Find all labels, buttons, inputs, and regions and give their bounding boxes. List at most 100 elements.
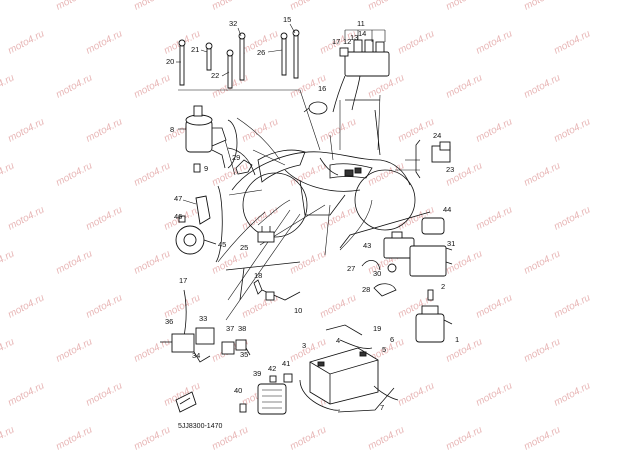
watermark-text: moto4.ru bbox=[552, 116, 592, 144]
part-label-14: 14 bbox=[358, 29, 366, 38]
watermark-text: moto4.ru bbox=[288, 0, 328, 13]
battery-group bbox=[299, 324, 399, 413]
part-label-9: 9 bbox=[204, 164, 208, 173]
watermark-text: moto4.ru bbox=[132, 160, 172, 188]
part-label-23: 23 bbox=[446, 165, 454, 174]
watermark-text: moto4.ru bbox=[474, 380, 514, 408]
watermark-text: moto4.ru bbox=[54, 248, 94, 276]
watermark-text: moto4.ru bbox=[54, 72, 94, 100]
electronic-units-group bbox=[339, 211, 453, 297]
part-label-34: 34 bbox=[192, 351, 200, 360]
watermark-text: moto4.ru bbox=[318, 292, 358, 320]
part-label-29: 29 bbox=[232, 153, 240, 162]
regulator-group bbox=[239, 373, 293, 415]
watermark-text: moto4.ru bbox=[6, 292, 46, 320]
watermark-text: moto4.ru bbox=[84, 292, 124, 320]
watermark-text: moto4.ru bbox=[84, 28, 124, 56]
watermark-text: moto4.ru bbox=[54, 0, 94, 13]
part-label-27: 27 bbox=[347, 264, 355, 273]
part-label-31: 31 bbox=[447, 239, 455, 248]
starter-relay-group bbox=[415, 289, 453, 343]
relay-unit-group bbox=[332, 29, 390, 156]
part-label-45: 45 bbox=[218, 240, 226, 249]
part-label-41: 41 bbox=[282, 359, 290, 368]
watermark-text: moto4.ru bbox=[318, 116, 358, 144]
watermark-text: moto4.ru bbox=[54, 336, 94, 364]
part-label-38: 38 bbox=[238, 324, 246, 333]
part-label-22: 22 bbox=[211, 71, 219, 80]
bracket-29 bbox=[227, 147, 256, 176]
part-label-47: 47 bbox=[174, 194, 182, 203]
part-label-33: 33 bbox=[199, 314, 207, 323]
watermark-text: moto4.ru bbox=[0, 160, 17, 188]
part-label-15: 15 bbox=[283, 15, 291, 24]
leader-lines bbox=[178, 89, 420, 321]
connector-25 bbox=[257, 226, 275, 243]
part-label-18: 18 bbox=[254, 271, 262, 280]
watermark-text: moto4.ru bbox=[396, 116, 436, 144]
watermark-text: moto4.ru bbox=[210, 248, 250, 276]
watermark-text: moto4.ru bbox=[552, 292, 592, 320]
front-arrow-icon bbox=[175, 391, 197, 413]
part-label-1: 1 bbox=[455, 335, 459, 344]
part-label-26: 26 bbox=[257, 48, 265, 57]
part-label-32: 32 bbox=[229, 19, 237, 28]
watermark-text: moto4.ru bbox=[6, 28, 46, 56]
watermark-text: moto4.ru bbox=[552, 380, 592, 408]
part-label-37: 37 bbox=[226, 324, 234, 333]
watermark-text: moto4.ru bbox=[474, 292, 514, 320]
part-label-6: 6 bbox=[390, 335, 394, 344]
sensor-group bbox=[225, 261, 301, 301]
part-label-3: 3 bbox=[302, 341, 306, 350]
watermark-text: moto4.ru bbox=[522, 72, 562, 100]
part-label-30: 30 bbox=[373, 269, 381, 278]
watermark-text: moto4.ru bbox=[474, 204, 514, 232]
watermark-text: moto4.ru bbox=[444, 424, 484, 452]
main-switch-group bbox=[178, 105, 238, 173]
watermark-text: moto4.ru bbox=[6, 116, 46, 144]
part-label-4: 4 bbox=[336, 336, 340, 345]
watermark-text: moto4.ru bbox=[132, 424, 172, 452]
cable-ties-group bbox=[176, 23, 300, 89]
watermark-text: moto4.ru bbox=[366, 424, 406, 452]
watermark-text: moto4.ru bbox=[54, 160, 94, 188]
watermark-text: moto4.ru bbox=[0, 72, 17, 100]
part-label-13: 13 bbox=[350, 33, 358, 42]
watermark-text: moto4.ru bbox=[0, 336, 17, 364]
watermark-text: moto4.ru bbox=[522, 0, 562, 13]
watermark-text: moto4.ru bbox=[474, 116, 514, 144]
watermark-text: moto4.ru bbox=[366, 72, 406, 100]
part-label-17: 17 bbox=[332, 37, 340, 46]
watermark-text: moto4.ru bbox=[474, 28, 514, 56]
part-label-39: 39 bbox=[253, 369, 261, 378]
part-label-12: 12 bbox=[343, 37, 351, 46]
part-label-24: 24 bbox=[433, 131, 441, 140]
drawing-code: 5JJ8300-1470 bbox=[178, 423, 222, 430]
watermark-text: moto4.ru bbox=[132, 336, 172, 364]
watermark-text: moto4.ru bbox=[288, 424, 328, 452]
part-label-8: 8 bbox=[170, 125, 174, 134]
watermark-text: moto4.ru bbox=[396, 28, 436, 56]
watermark-text: moto4.ru bbox=[444, 72, 484, 100]
watermark-text: moto4.ru bbox=[240, 292, 280, 320]
part-label-25: 25 bbox=[240, 243, 248, 252]
watermark-text: moto4.ru bbox=[210, 160, 250, 188]
part-label-5: 5 bbox=[382, 345, 386, 354]
part-labels: 1 2 3 4 5 6 7 8 9 10 11 12 13 14 15 16 1… bbox=[165, 15, 459, 412]
watermark-text: moto4.ru bbox=[396, 380, 436, 408]
watermark-text: moto4.ru bbox=[84, 116, 124, 144]
watermark-text: moto4.ru bbox=[84, 204, 124, 232]
part-label-42: 42 bbox=[268, 364, 276, 373]
watermark-text: moto4.ru bbox=[132, 0, 172, 13]
watermark-text: moto4.ru bbox=[6, 204, 46, 232]
part-label-2: 2 bbox=[441, 282, 445, 291]
part-label-7: 7 bbox=[380, 403, 384, 412]
watermark-text: moto4.ru bbox=[444, 248, 484, 276]
clamp-16 bbox=[303, 101, 328, 115]
watermark-text: moto4.ru bbox=[132, 72, 172, 100]
watermark-text: moto4.ru bbox=[0, 424, 17, 452]
part-label-19: 19 bbox=[373, 324, 381, 333]
watermark-text: moto4.ru bbox=[444, 336, 484, 364]
watermark-text: moto4.ru bbox=[0, 0, 17, 13]
